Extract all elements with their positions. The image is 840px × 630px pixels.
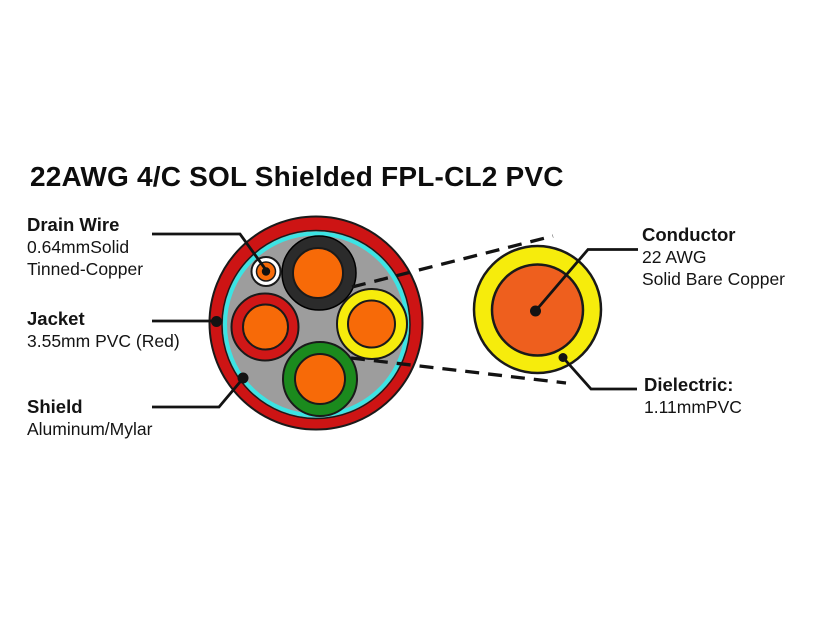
shield-callout-dot [237, 372, 249, 384]
dielectric-label-title: Dielectric: [644, 374, 734, 395]
drain-wire-leader-line [152, 232, 268, 271]
wire-green-conductor [294, 353, 346, 405]
label-shield: Shield Aluminum/Mylar [27, 396, 152, 440]
dielectric-label-desc1: 1.11mmPVC [644, 397, 742, 417]
wire-red-conductor [242, 303, 289, 351]
drain-wire-label-title: Drain Wire [27, 214, 120, 235]
conductor-label-desc1: 22 AWG [642, 247, 707, 267]
conductor-callout-dot [530, 305, 541, 317]
dielectric-callout-dot [558, 353, 568, 362]
shield-label-title: Shield [27, 396, 83, 417]
label-drain-wire: Drain Wire 0.64mmSolid Tinned-Copper [27, 214, 143, 280]
callout-lines [152, 232, 638, 409]
shield-label-desc1: Aluminum/Mylar [27, 419, 153, 439]
conductor-label-desc2: Solid Bare Copper [642, 269, 785, 289]
drain-wire-label-desc2: Tinned-Copper [27, 259, 144, 279]
label-jacket: Jacket 3.55mm PVC (Red) [27, 308, 180, 352]
shield-leader-line [152, 378, 244, 409]
dielectric-leader-line [561, 356, 637, 391]
callout-dots [211, 305, 568, 384]
label-dielectric: Dielectric: 1.11mmPVC [644, 374, 742, 418]
conductor-leader-line [534, 248, 638, 312]
page-title: 22AWG 4/C SOL Shielded FPL-CL2 PVC [30, 161, 564, 192]
jacket-label-desc1: 3.55mm PVC (Red) [27, 331, 180, 351]
wire-black-conductor [292, 247, 344, 299]
projection-line-bottom [350, 356, 567, 385]
jacket-label-title: Jacket [27, 308, 85, 329]
jacket-callout-dot [211, 316, 222, 327]
projection-line-top [351, 234, 554, 289]
projection-dashed-lines [350, 234, 567, 385]
wire-yellow-conductor [347, 299, 396, 349]
drain-wire-label-desc1: 0.64mmSolid [27, 237, 130, 257]
conductor-label-title: Conductor [642, 224, 736, 245]
label-conductor: Conductor 22 AWG Solid Bare Copper [642, 224, 785, 290]
cable-cross-section [208, 215, 424, 431]
